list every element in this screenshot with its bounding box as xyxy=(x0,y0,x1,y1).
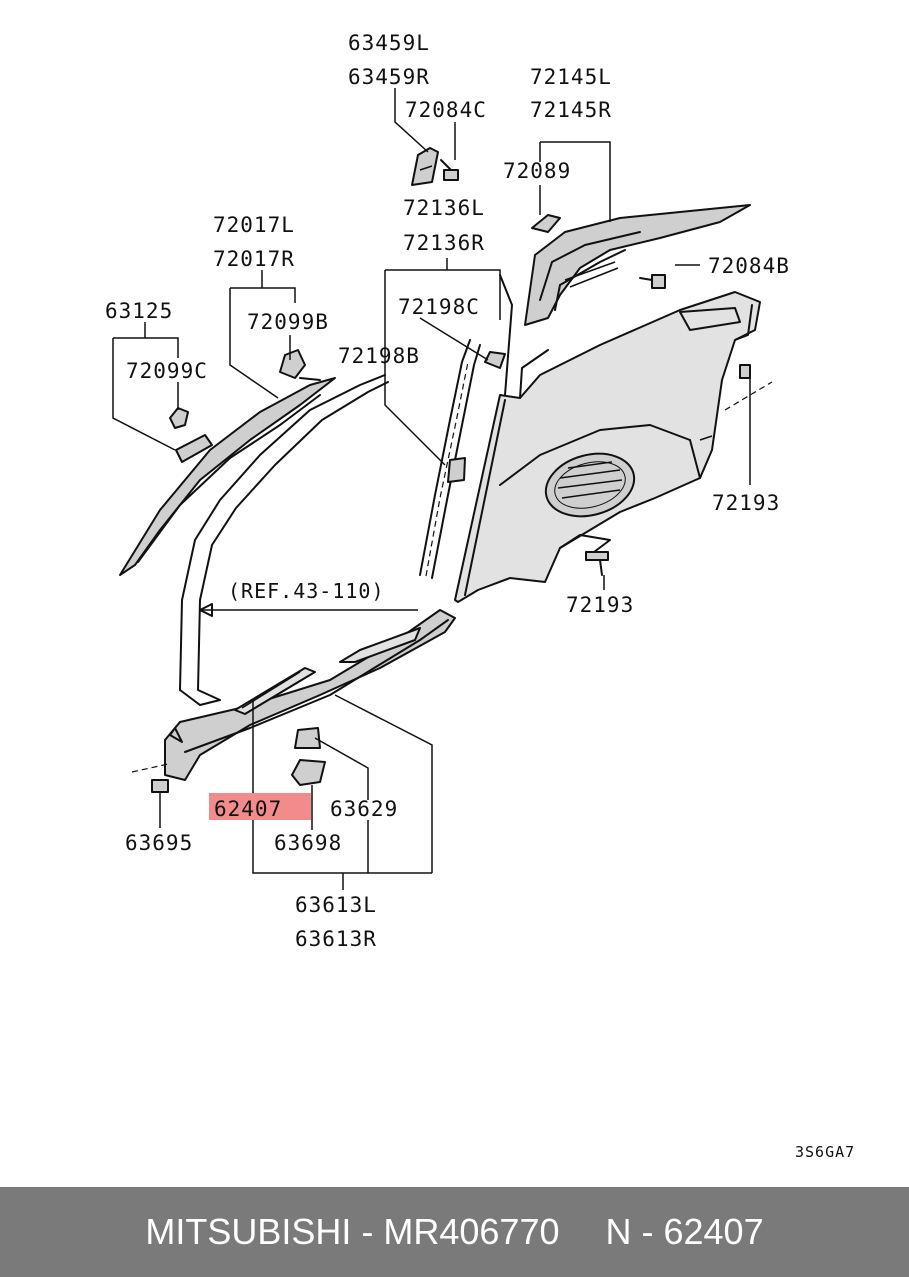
label-72089: 72089 xyxy=(503,159,571,183)
screw-72193-lower xyxy=(585,551,609,576)
clip-72089 xyxy=(531,214,561,233)
label-63125: 63125 xyxy=(105,299,173,323)
part-labels: 63459L 63459R 72084C 72145L 72145R 72089… xyxy=(105,31,790,951)
label-63629: 63629 xyxy=(330,797,398,821)
label-72198b: 72198B xyxy=(338,344,420,368)
screw-72193-upper xyxy=(724,364,773,411)
screw-63695 xyxy=(131,763,169,793)
label-72017l: 72017L xyxy=(213,213,295,237)
label-62407: 62407 xyxy=(214,797,282,821)
parts-diagram: 63459L 63459R 72084C 72145L 72145R 72089… xyxy=(105,31,855,1161)
label-72136r: 72136R xyxy=(403,231,485,255)
label-72084c: 72084C xyxy=(405,98,487,122)
reference-number: N - 62407 xyxy=(605,1211,764,1252)
diagram-code: 3S6GA7 xyxy=(795,1143,855,1161)
highlight-62407 xyxy=(209,793,311,820)
screw-72084c xyxy=(440,159,459,181)
door-opening-outline xyxy=(179,374,389,706)
clip-72198c xyxy=(484,351,506,369)
clip-63459 xyxy=(411,147,439,186)
quarter-trim-panel xyxy=(454,291,761,603)
clip-72099c xyxy=(169,407,213,463)
label-72084b: 72084B xyxy=(708,254,790,278)
label-72145r: 72145R xyxy=(530,98,612,122)
label-72099c: 72099C xyxy=(126,359,208,383)
clip-72198b xyxy=(447,457,466,483)
label-63459r: 63459R xyxy=(348,65,430,89)
clip-63698 xyxy=(291,759,326,786)
clip-72099b xyxy=(279,349,306,379)
front-pillar-trim xyxy=(119,377,336,576)
label-72017r: 72017R xyxy=(213,247,295,271)
label-72198c: 72198C xyxy=(398,295,480,319)
clip-63629 xyxy=(294,727,321,749)
leader-lines xyxy=(112,88,751,890)
scuff-plate xyxy=(164,609,456,781)
label-63698: 63698 xyxy=(274,831,342,855)
brand-part-number: MITSUBISHI - MR406770 xyxy=(145,1211,560,1252)
center-pillar-trim xyxy=(419,274,513,579)
label-72099b: 72099B xyxy=(247,310,329,334)
label-63459l: 63459L xyxy=(348,31,430,55)
label-63613l: 63613L xyxy=(295,893,377,917)
label-63695: 63695 xyxy=(125,831,193,855)
label-72193-upper: 72193 xyxy=(712,491,780,515)
upper-pillar-trim xyxy=(524,204,751,326)
label-72136l: 72136L xyxy=(403,196,485,220)
part-number-footer: MITSUBISHI - MR406770 N - 62407 xyxy=(0,1187,909,1277)
screw-72084b xyxy=(639,274,666,289)
label-ref: (REF.43-110) xyxy=(228,579,385,603)
label-72145l: 72145L xyxy=(530,65,612,89)
label-63613r: 63613R xyxy=(295,927,377,951)
label-72193-lower: 72193 xyxy=(566,593,634,617)
